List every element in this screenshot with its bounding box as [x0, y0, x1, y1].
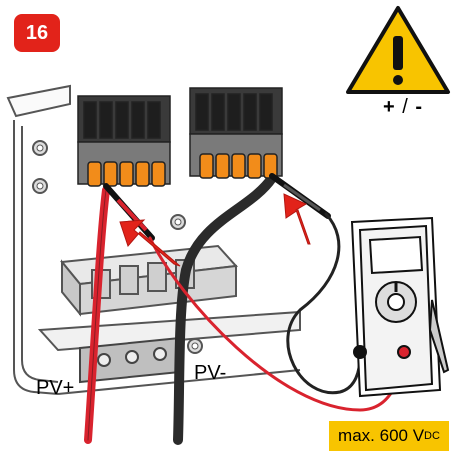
max-voltage-subscript: DC	[424, 430, 440, 442]
pv-minus-cable	[173, 173, 277, 445]
housing-screws	[32, 140, 203, 354]
arrow-icon-right	[283, 193, 311, 245]
polarity-label: + / -	[383, 96, 423, 119]
arrow-icon-left	[119, 219, 181, 267]
polarity-separator: /	[395, 96, 416, 118]
black-probe-lead	[286, 212, 362, 395]
step-number-badge: 16	[14, 14, 60, 52]
max-voltage-text: max. 600 V	[338, 426, 425, 445]
pv-cables	[84, 173, 277, 445]
pv-plus-label: PV+	[36, 377, 75, 399]
pv-plus-cable	[84, 186, 110, 444]
multimeter-icon	[350, 216, 450, 398]
polarity-minus: -	[415, 96, 424, 118]
connector-pv-plus	[77, 95, 171, 187]
red-test-probe	[103, 183, 155, 241]
polarity-plus: +	[383, 96, 396, 118]
pv-minus-label: PV-	[194, 362, 227, 384]
connector-pv-minus	[189, 87, 283, 179]
warning-triangle-icon	[346, 6, 450, 94]
cable-tray	[60, 244, 239, 317]
black-test-probe	[269, 173, 331, 219]
